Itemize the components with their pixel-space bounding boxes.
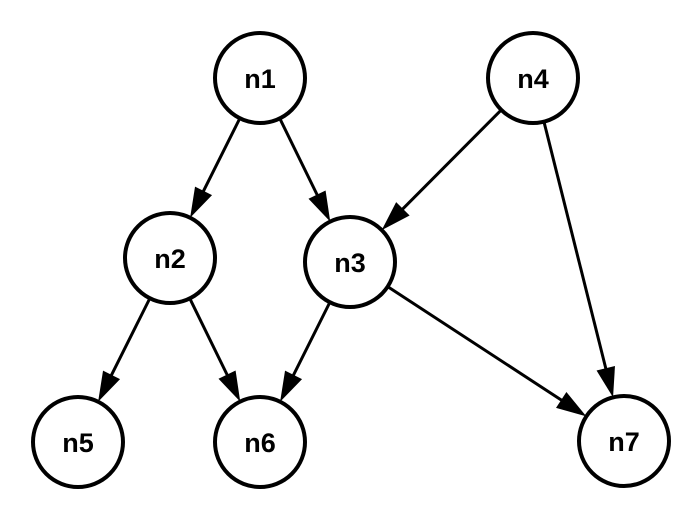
graph-node-n5[interactable]: n5 [31,395,125,489]
graph-node-n2[interactable]: n2 [123,211,217,305]
graph-node-n4[interactable]: n4 [486,31,580,125]
node-circle-n4[interactable] [486,31,580,125]
edge-shaft-n4-n7 [542,121,609,375]
graph-edge-n4-n7 [542,121,615,398]
arrow-head-icon-n2-n6 [218,370,241,402]
graph-edge-n3-n6 [280,301,332,402]
arrow-head-icon-n4-n3 [381,202,410,231]
graph-edge-n3-n7 [386,285,587,417]
arrow-head-icon-n1-n3 [308,190,331,222]
edge-shaft-n3-n6 [289,301,332,381]
node-label-n7: n7 [608,427,640,457]
arrow-head-icon-n2-n5 [98,370,121,402]
graph-node-n6[interactable]: n6 [213,395,307,489]
node-label-n4: n4 [517,64,549,94]
node-circle-n7[interactable] [577,394,671,488]
edge-layer [98,108,615,417]
node-label-n6: n6 [244,428,276,458]
edge-shaft-n3-n7 [386,285,568,405]
node-layer: n1 n2 n3 n4 n5 n6 n7 [31,31,671,489]
node-label-n5: n5 [62,428,94,458]
node-circle-n6[interactable] [213,395,307,489]
node-label-n3: n3 [334,248,366,278]
graph-node-n3[interactable]: n3 [303,215,397,309]
arrow-head-icon-n4-n7 [596,365,615,398]
node-label-n2: n2 [154,244,186,274]
edge-shaft-n2-n5 [107,297,152,381]
arrow-head-icon-n3-n6 [280,370,303,402]
graph-edge-n1-n2 [190,117,242,218]
edge-shaft-n1-n3 [278,117,322,201]
graph-edge-n2-n5 [98,297,152,402]
graph-edge-n2-n6 [188,297,241,402]
graph-node-n7[interactable]: n7 [577,394,671,488]
graph-edge-n4-n3 [381,108,503,231]
node-circle-n2[interactable] [123,211,217,305]
node-circle-n5[interactable] [31,395,125,489]
edge-shaft-n4-n3 [397,108,503,215]
arrow-head-icon-n1-n2 [190,186,213,218]
node-circle-n3[interactable] [303,215,397,309]
node-label-n1: n1 [244,64,276,94]
edge-shaft-n2-n6 [188,297,232,381]
node-circle-n1[interactable] [213,31,307,125]
graph-node-n1[interactable]: n1 [213,31,307,125]
edge-shaft-n1-n2 [199,117,242,197]
arrow-head-icon-n3-n7 [556,392,587,417]
graph-edge-n1-n3 [278,117,331,222]
